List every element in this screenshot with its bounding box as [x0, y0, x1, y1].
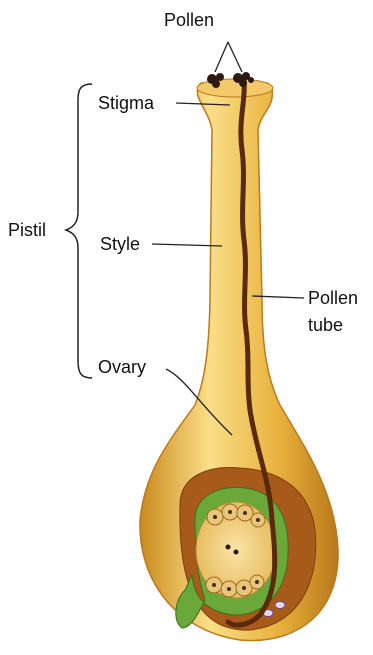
pollen-label: Pollen [164, 10, 214, 30]
pistil-label: Pistil [8, 220, 46, 240]
pollen-tube-label-line2: tube [308, 315, 343, 335]
style-label: Style [100, 234, 140, 254]
pistil-bracket [66, 84, 92, 378]
stigma-label: Stigma [98, 93, 154, 113]
pollen-tube-label-line1: Pollen [308, 288, 358, 308]
pollen-leader-left [215, 42, 228, 72]
pollen-leader-right [228, 42, 242, 72]
ovary-label: Ovary [98, 357, 146, 377]
